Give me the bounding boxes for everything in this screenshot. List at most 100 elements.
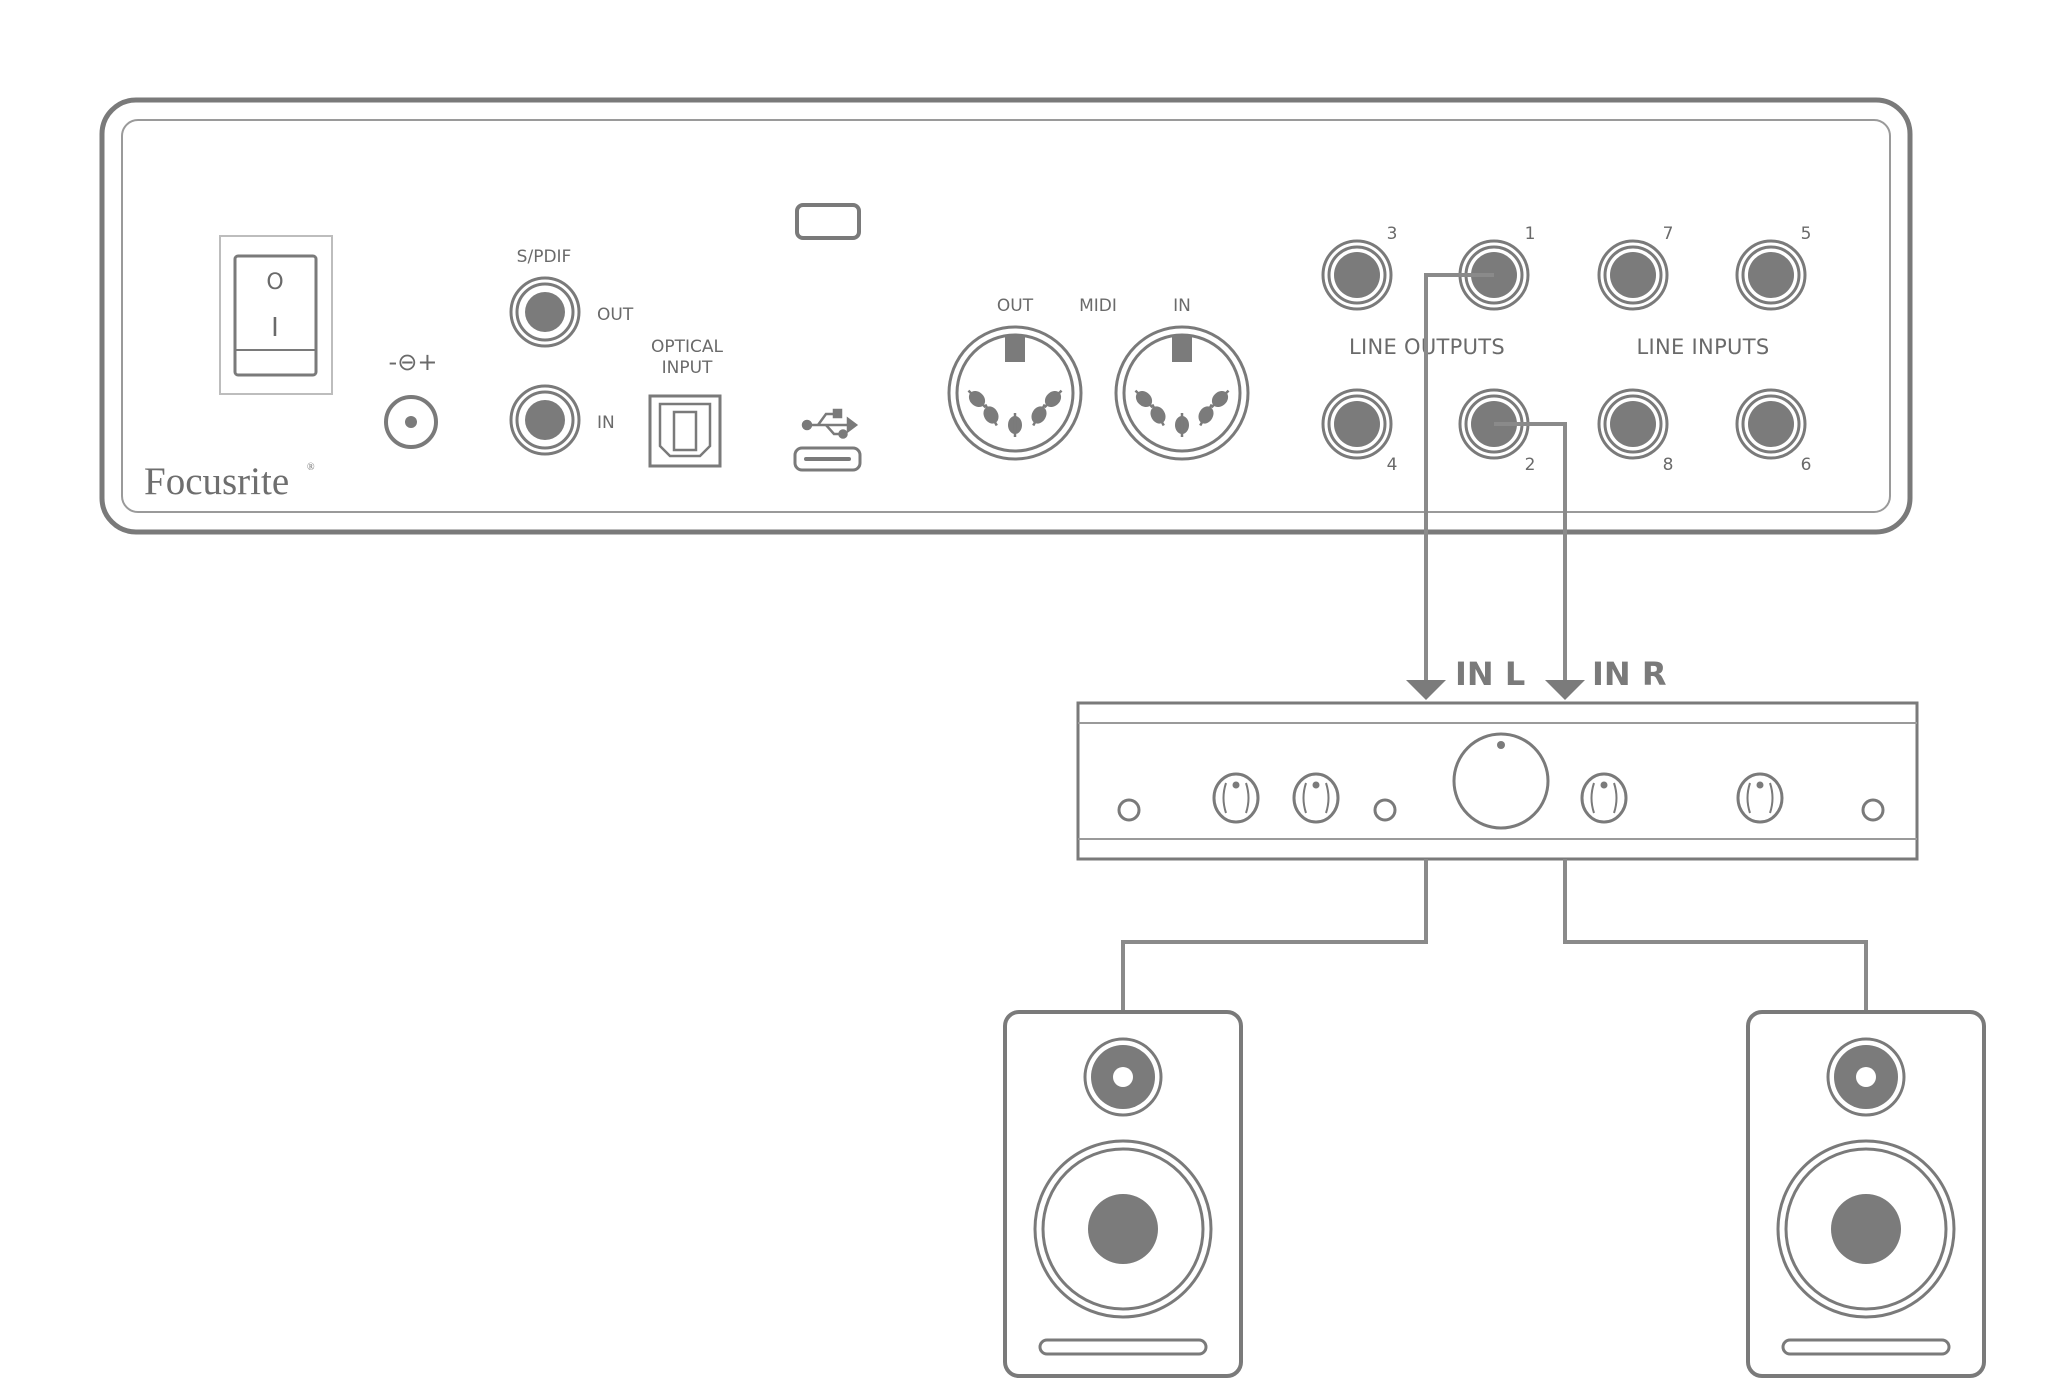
knob-body bbox=[1212, 772, 1260, 824]
optical-input[interactable]: OPTICAL INPUT bbox=[648, 337, 724, 468]
amp-knob[interactable] bbox=[1292, 772, 1340, 824]
spdif-in-jack[interactable] bbox=[509, 384, 581, 456]
cable-output-1-to-in-l bbox=[1424, 273, 1494, 680]
spdif-title: S/PDIF bbox=[517, 247, 572, 267]
midi-inner-ring bbox=[955, 333, 1075, 453]
line-input-jack-5[interactable] bbox=[1735, 239, 1807, 311]
cable-output-2-to-in-r bbox=[1494, 422, 1567, 680]
jack-socket bbox=[1748, 401, 1794, 447]
amp-volume-knob[interactable] bbox=[1452, 732, 1550, 830]
optical-port-lens bbox=[672, 410, 698, 452]
line-input-jack-7[interactable] bbox=[1597, 239, 1669, 311]
line-output-jack-3[interactable] bbox=[1321, 239, 1393, 311]
interface-outer-casing bbox=[99, 97, 1913, 535]
amp-knob[interactable] bbox=[1580, 772, 1628, 824]
knob-body bbox=[1292, 772, 1340, 824]
amp-indicator-led bbox=[1861, 798, 1885, 822]
midi-pin-stem bbox=[984, 403, 998, 427]
arrow-in-r bbox=[1545, 680, 1585, 700]
knob-pointer bbox=[1756, 781, 1764, 789]
usb-icon bbox=[801, 408, 859, 439]
optical-port-outer bbox=[648, 394, 722, 468]
midi-out-port[interactable] bbox=[947, 325, 1083, 461]
knob-grip bbox=[1302, 782, 1307, 814]
midi-pin-stem bbox=[1151, 403, 1165, 427]
knob-pointer bbox=[1312, 781, 1320, 789]
amp-knob[interactable] bbox=[1212, 772, 1260, 824]
midi-inner-ring bbox=[1122, 333, 1242, 453]
midi-key-notch bbox=[1005, 336, 1025, 362]
knob-grip bbox=[1325, 782, 1330, 814]
brand-logo: Focusrite bbox=[144, 460, 289, 503]
jack-socket bbox=[1610, 401, 1656, 447]
knob-grip bbox=[1222, 782, 1227, 814]
knob-grip bbox=[1245, 782, 1250, 814]
spdif-out-label: OUT bbox=[597, 305, 634, 325]
dc-power-input[interactable]: -⊖+ bbox=[384, 348, 438, 449]
amp-input-label-left: IN L bbox=[1455, 655, 1525, 693]
usb-port[interactable] bbox=[793, 408, 862, 472]
power-off-symbol: O bbox=[266, 270, 283, 295]
left-speaker bbox=[1003, 1010, 1243, 1378]
knob-body bbox=[1580, 772, 1628, 824]
line-output-number-3: 3 bbox=[1387, 224, 1398, 244]
woofer-dust-cap bbox=[1088, 1194, 1158, 1264]
stereo-amplifier bbox=[1076, 701, 1919, 861]
amp-input-label-right: IN R bbox=[1592, 655, 1666, 693]
line-input-jack-6[interactable] bbox=[1735, 388, 1807, 460]
audio-interface-rear-panel: O I -⊖+ S/PDIF OUT IN bbox=[99, 97, 1913, 535]
power-switch-housing bbox=[219, 235, 333, 395]
jack-socket bbox=[1334, 252, 1380, 298]
optical-label-line1: OPTICAL bbox=[651, 337, 724, 357]
midi-pin-stem bbox=[967, 389, 987, 409]
dc-polarity-symbol: -⊖+ bbox=[389, 348, 438, 376]
optical-label-line2: INPUT bbox=[662, 358, 713, 378]
output-cables bbox=[1424, 273, 1567, 680]
knob-grip bbox=[1769, 782, 1774, 814]
midi-key-notch bbox=[1172, 336, 1192, 362]
line-inputs-section: LINE INPUTS 7 5 8 6 bbox=[1597, 224, 1812, 475]
brand-registered-mark: ® bbox=[307, 462, 315, 473]
power-switch[interactable]: O I bbox=[219, 235, 333, 395]
midi-in-port[interactable] bbox=[1114, 325, 1250, 461]
speaker-port-slot bbox=[1038, 1338, 1208, 1356]
power-on-symbol: I bbox=[271, 313, 279, 343]
midi-in-label: IN bbox=[1173, 296, 1191, 316]
speaker-cables bbox=[1121, 859, 1868, 1012]
line-output-number-2: 2 bbox=[1525, 455, 1536, 475]
optical-port-inner bbox=[658, 402, 712, 458]
knob-grip bbox=[1590, 782, 1595, 814]
woofer-dust-cap bbox=[1831, 1194, 1901, 1264]
midi-out-label: OUT bbox=[997, 296, 1034, 316]
cable-amp-to-right-speaker bbox=[1563, 859, 1868, 1012]
midi-pin-stem bbox=[1043, 389, 1063, 409]
amp-indicator-led bbox=[1117, 798, 1141, 822]
amp-indicator-led bbox=[1373, 798, 1397, 822]
speaker-port-slot bbox=[1781, 1338, 1951, 1356]
line-input-jack-8[interactable] bbox=[1597, 388, 1669, 460]
security-slot bbox=[795, 203, 861, 240]
spdif-out-jack[interactable] bbox=[509, 276, 581, 348]
jack-socket bbox=[1610, 252, 1656, 298]
line-input-number-8: 8 bbox=[1663, 455, 1674, 475]
line-output-jack-4[interactable] bbox=[1321, 388, 1393, 460]
power-switch-rocker bbox=[233, 254, 318, 377]
knob-grip bbox=[1746, 782, 1751, 814]
line-inputs-label: LINE INPUTS bbox=[1637, 335, 1770, 359]
line-input-number-5: 5 bbox=[1801, 224, 1812, 244]
midi-pin-stem bbox=[1199, 403, 1213, 427]
line-output-number-1: 1 bbox=[1525, 224, 1536, 244]
cable-amp-to-left-speaker bbox=[1121, 859, 1428, 1012]
jack-socket bbox=[1334, 401, 1380, 447]
amp-knob[interactable] bbox=[1736, 772, 1784, 824]
usb-c-tongue bbox=[804, 457, 851, 461]
spdif-in-label: IN bbox=[597, 413, 615, 433]
midi-pin-stem bbox=[1032, 403, 1046, 427]
midi-pin-stem bbox=[1134, 389, 1154, 409]
line-input-number-6: 6 bbox=[1801, 455, 1812, 475]
line-output-number-4: 4 bbox=[1387, 455, 1398, 475]
midi-pin-stem bbox=[1210, 389, 1230, 409]
knob-pointer bbox=[1232, 781, 1240, 789]
spdif-section: S/PDIF OUT IN bbox=[509, 247, 634, 456]
